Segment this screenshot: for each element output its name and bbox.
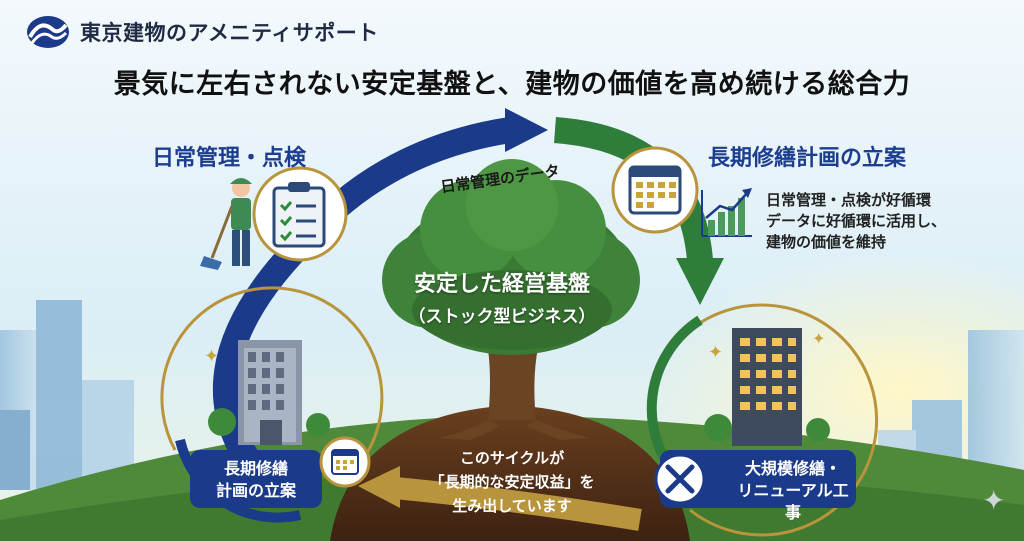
tree-canopy — [382, 159, 640, 355]
right-stage-line: 大規模修繕・ — [744, 459, 841, 478]
arrow-navy-head — [505, 108, 548, 152]
center-message-line: 「長期的な安定収益」を — [429, 473, 595, 491]
right-label-bg — [660, 450, 856, 508]
apartment-building-right: ✦ ✦ — [704, 328, 830, 446]
sparkle-icon: ✦ — [982, 484, 1005, 517]
clipboard-checklist-icon — [252, 166, 348, 262]
office-building-left: ✦ — [204, 340, 330, 445]
left-stage-line: 長期修繕 — [223, 459, 288, 478]
maintenance-worker-icon — [200, 178, 252, 270]
brand-header: 東京建物のアメニティサポート — [26, 14, 379, 50]
tools-icon — [654, 453, 706, 505]
wave-logo-icon — [27, 16, 69, 48]
center-message-line: 生み出しています — [452, 497, 572, 515]
svg-text:✦: ✦ — [812, 329, 825, 348]
left-stage-line: 計画の立案 — [215, 481, 296, 500]
growth-chart-icon — [701, 188, 752, 237]
note-line: 建物の価値を維持 — [766, 233, 887, 251]
calendar-icon — [611, 146, 699, 234]
page-headline: 景気に左右されない安定基盤と、建物の価値を高め続ける総合力 — [113, 69, 911, 100]
tree-caption-sub: （ストック型ビジネス） — [408, 307, 596, 327]
tree-caption: 安定した経営基盤 （ストック型ビジネス） — [382, 266, 622, 327]
center-message-line: このサイクルが — [459, 449, 565, 467]
note-line: データに好循環に活用し、 — [766, 212, 947, 230]
right-stage-line: リニューアル工事 — [737, 481, 849, 522]
section-title-daily: 日常管理・点検 — [152, 146, 307, 171]
tree-caption-main: 安定した経営基盤 — [413, 272, 590, 297]
section-title-plan: 長期修繕計画の立案 — [708, 146, 907, 171]
svg-text:✦: ✦ — [708, 342, 723, 363]
calendar-small-icon — [319, 436, 371, 488]
brand-name: 東京建物のアメニティサポート — [80, 21, 379, 45]
left-stage-label: 長期修繕 計画の立案 — [196, 458, 316, 502]
arrow-gold-head — [358, 466, 400, 508]
right-stage-label: 大規模修繕・ リニューアル工事 — [700, 458, 850, 524]
arrow-gold-arc — [393, 477, 642, 531]
center-message: このサイクルが 「長期的な安定収益」を 生み出しています — [392, 446, 632, 518]
note-line: 日常管理・点検が好循環 — [766, 191, 932, 209]
arrow-green-head — [676, 258, 724, 305]
svg-text:✦: ✦ — [204, 346, 219, 367]
left-label-bg — [190, 450, 322, 508]
data-note: 日常管理・点検が好循環 データに好循環に活用し、 建物の価値を維持 — [766, 190, 1016, 253]
